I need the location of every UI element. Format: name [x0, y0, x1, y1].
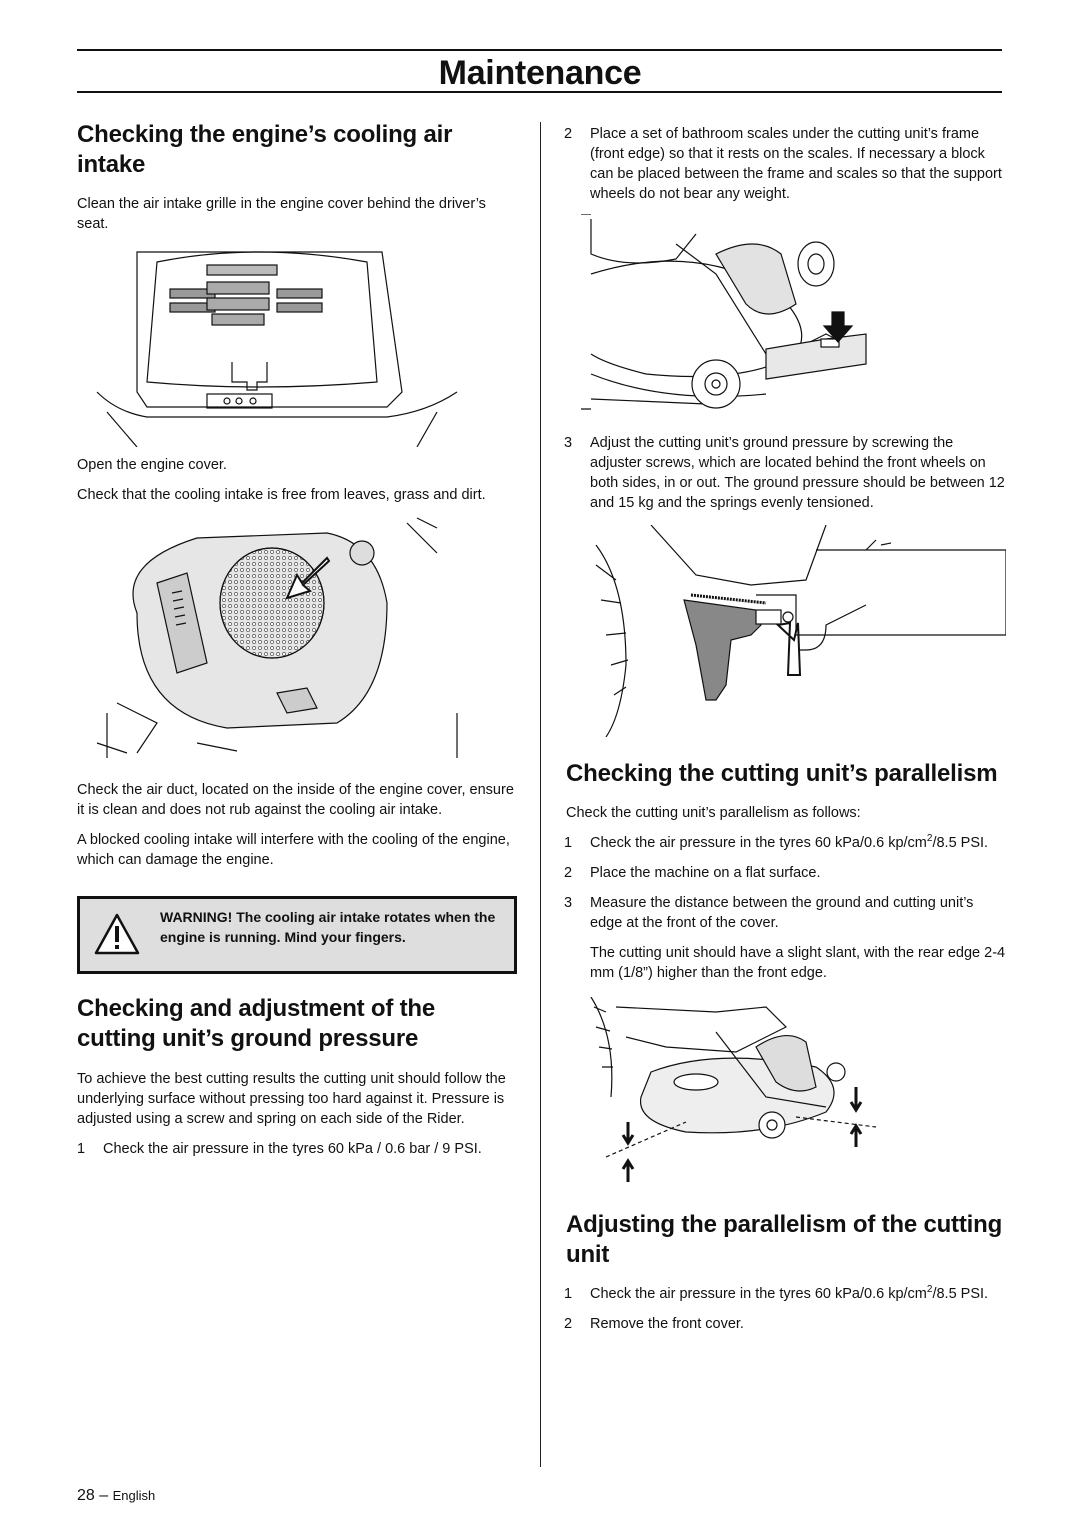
step-number: 1: [77, 1141, 86, 1157]
step-number: 2: [564, 865, 573, 881]
numbered-step: 2 Remove the front cover.: [564, 1314, 1006, 1334]
section-heading-adjusting-parallelism: Adjusting the parallelism of the cutting…: [566, 1211, 1003, 1268]
step-text: Remove the front cover.: [590, 1316, 744, 1332]
step-text-part: /8.5 PSI.: [932, 835, 989, 851]
paragraph: Check the cutting unit’s parallelism as …: [566, 805, 861, 821]
page-title: Maintenance: [438, 54, 642, 92]
page-footer: 28 – English: [77, 1487, 155, 1505]
step-text-part: Check the air pressure in the tyres 60 k…: [590, 835, 927, 851]
adjuster-screw-illustration: [566, 524, 1007, 738]
paragraph: The cutting unit should have a slight sl…: [590, 945, 1006, 981]
column-divider: [540, 122, 541, 1467]
step-number: 2: [564, 126, 573, 142]
step-text-part: Check the air pressure in the tyres 60 k…: [590, 1286, 927, 1302]
numbered-step: 1 Check the air pressure in the tyres 60…: [564, 1284, 1006, 1304]
step-text: Measure the distance between the ground …: [590, 895, 974, 931]
page-number: 28 –: [77, 1487, 109, 1504]
step-number: 2: [564, 1316, 573, 1332]
step-text: Check the air pressure in the tyres 60 k…: [103, 1141, 482, 1157]
paragraph: Check that the cooling intake is free fr…: [77, 487, 486, 503]
numbered-step: 1 Check the air pressure in the tyres 60…: [77, 1139, 517, 1159]
step-number: 3: [564, 895, 573, 911]
step-text: Place a set of bathroom scales under the…: [590, 126, 1002, 202]
section-heading-ground-pressure: Checking and adjustment of the cutting u…: [77, 995, 436, 1052]
numbered-step: 3 Measure the distance between the groun…: [564, 893, 1006, 933]
step-text: Place the machine on a flat surface.: [590, 865, 821, 881]
right-column: 2 Place a set of bathroom scales under t…: [564, 124, 1007, 1334]
section-heading-cooling-intake: Checking the engine’s cooling air intake: [77, 121, 453, 178]
step-number: 1: [564, 1286, 573, 1302]
warning-triangle-icon: [94, 913, 140, 955]
paragraph: Open the engine cover.: [77, 457, 227, 473]
superscript: 2: [926, 1284, 933, 1296]
warning-box: WARNING! The cooling air intake rotates …: [77, 896, 517, 974]
left-column: Checking the engine’s cooling air intake…: [77, 120, 517, 1159]
step-text: Check the air pressure in the tyres 60 k…: [590, 1284, 1006, 1304]
numbered-step: 3 Adjust the cutting unit’s ground press…: [564, 433, 1006, 513]
header-top-rule: [77, 49, 1002, 51]
paragraph: Clean the air intake grille in the engin…: [77, 196, 486, 232]
warning-text: WARNING! The cooling air intake rotates …: [160, 909, 496, 945]
section-heading-parallelism: Checking the cutting unit’s parallelism: [566, 760, 998, 787]
parallelism-measurement-illustration: [566, 996, 1006, 1185]
step-text-part: /8.5 PSI.: [932, 1286, 989, 1302]
paragraph: Check the air duct, located on the insid…: [77, 782, 514, 818]
step-number: 1: [564, 835, 573, 851]
step-text: Adjust the cutting unit’s ground pressur…: [590, 435, 1005, 511]
engine-intake-illustration: [77, 513, 517, 758]
step-number: 3: [564, 435, 573, 451]
superscript: 2: [926, 833, 933, 845]
numbered-step: 2 Place the machine on a flat surface.: [564, 863, 1006, 883]
header-bottom-rule: [77, 91, 1002, 93]
step-text: Check the air pressure in the tyres 60 k…: [590, 833, 1006, 853]
numbered-step: 2 Place a set of bathroom scales under t…: [564, 124, 1006, 204]
paragraph: A blocked cooling intake will interfere …: [77, 832, 510, 868]
paragraph: To achieve the best cutting results the …: [77, 1071, 506, 1127]
bathroom-scales-illustration: [566, 213, 1006, 429]
engine-cover-illustration: [77, 242, 517, 448]
numbered-step: 1 Check the air pressure in the tyres 60…: [564, 833, 1006, 853]
footer-language: English: [112, 1488, 156, 1503]
